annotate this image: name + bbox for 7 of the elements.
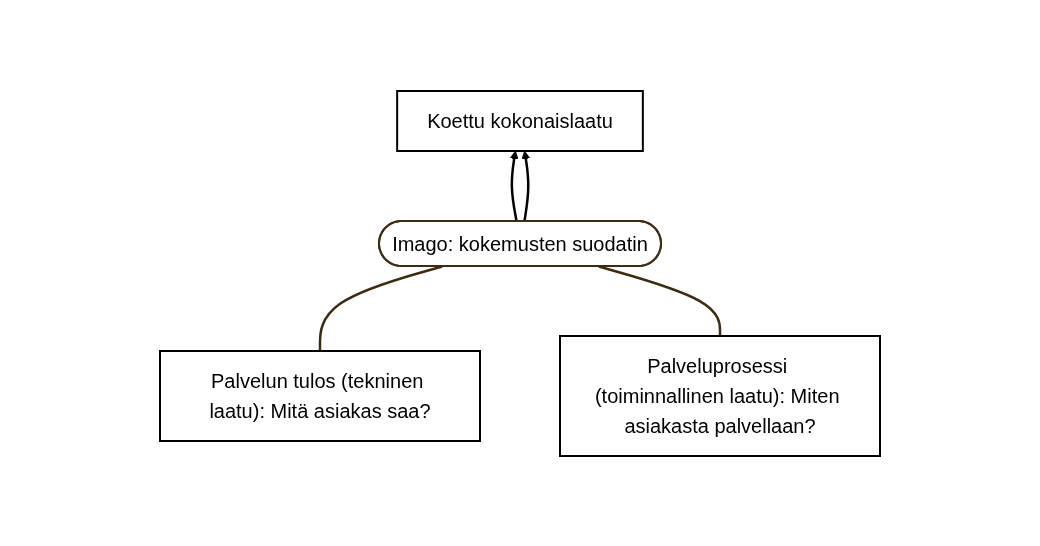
connector	[318, 264, 443, 351]
connector	[598, 264, 722, 336]
arrow	[509, 150, 519, 222]
node-box: Palvelun tulos (tekninen laatu): Mitä asiakas saa?	[159, 349, 481, 442]
arrow	[521, 150, 531, 222]
node-box: Koettu kokonaislaatu	[396, 89, 644, 152]
node-box: Palveluprosessi (toiminnallinen laatu): Miten asiakasta palvellaan?	[559, 334, 881, 457]
